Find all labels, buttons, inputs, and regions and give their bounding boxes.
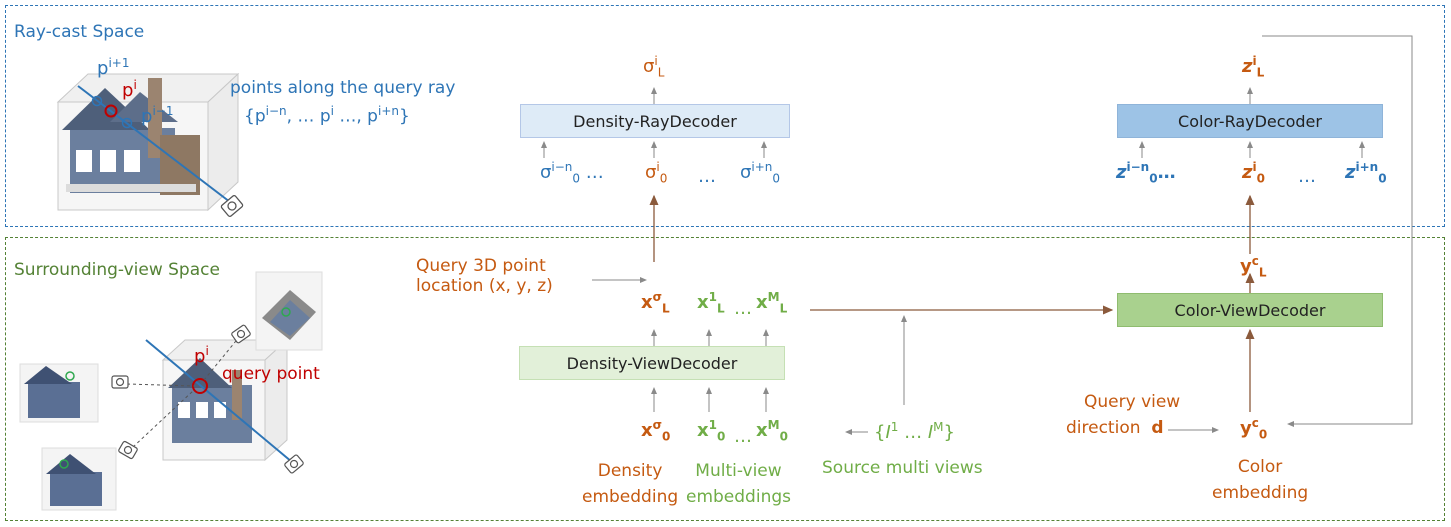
sigma-row-ellipsis: … (698, 166, 716, 187)
y-0-c-label: yc0 (1240, 416, 1268, 442)
y-L-c-label: ycL (1240, 254, 1267, 280)
source-views-set-label: {I1 … IM} (874, 420, 955, 443)
x-L-sigma-label: xσL (641, 290, 670, 316)
z-0-mid-label: zi0 (1242, 160, 1265, 186)
z-0-right-label: zi+n0 (1345, 160, 1387, 186)
x-0-M-label: xM0 (756, 418, 788, 444)
density-ray-decoder: Density-RayDecoder (520, 104, 790, 138)
source-multi-views-label: Source multi views (822, 458, 983, 478)
ray-point-next-label: pi+1 (97, 56, 130, 79)
sigma-0-mid-label: σi0 (645, 160, 668, 186)
ray-cast-space-region: Ray-cast Space (5, 5, 1445, 227)
surrounding-view-scene (19, 271, 323, 511)
x-L-M-label: xML (756, 290, 788, 316)
house-icon (24, 366, 80, 418)
points-set-label: {pi−n, … pi …, pi+n} (244, 104, 410, 127)
x-L-1-label: x1L (697, 290, 725, 316)
query-view-direction-label: direction d (1066, 418, 1164, 438)
ray-point-prev-label: pi−1 (141, 104, 174, 127)
query-point-p-label: pi (194, 344, 209, 367)
sigma-0-left-label: σi−n0 … (540, 160, 604, 186)
color-view-decoder: Color-ViewDecoder (1117, 293, 1383, 327)
camera-icon (111, 375, 129, 389)
x-0-1-label: x10 (697, 418, 726, 444)
density-embedding-label: Density embedding (582, 461, 679, 507)
ray-point-current-label: pi (122, 78, 137, 101)
camera-icon (118, 440, 138, 460)
ray-cast-house-scene (56, 72, 244, 217)
color-ray-decoder: Color-RayDecoder (1117, 104, 1383, 138)
sigma-0-right-label: σi+n0 (740, 160, 781, 186)
surrounding-view-space-title: Surrounding-view Space (14, 260, 220, 280)
query-point-label: query point (222, 364, 320, 384)
z-row-ellipsis: … (1298, 166, 1316, 187)
query-3d-point-label: Query 3D point location (x, y, z) (416, 256, 553, 296)
sigma-L-label: σiL (643, 54, 665, 80)
points-along-ray-label: points along the query ray (230, 78, 456, 98)
surrounding-view-space-region: Surrounding-view Space (5, 237, 1445, 521)
camera-icon (231, 324, 251, 344)
house-icon (46, 454, 102, 506)
color-embedding-label: Color embedding (1212, 457, 1309, 503)
density-view-decoder: Density-ViewDecoder (519, 346, 785, 380)
camera-icon (284, 454, 304, 474)
x-L-row-ellipsis: … (734, 298, 752, 319)
x-0-sigma-label: xσ0 (641, 418, 671, 444)
z-L-label: ziL (1242, 54, 1265, 80)
ray-cast-space-title: Ray-cast Space (14, 22, 145, 42)
camera-icon (220, 195, 244, 217)
house-icon (262, 290, 316, 340)
z-0-left-label: zi−n0… (1116, 160, 1176, 186)
query-view-label: Query view (1084, 392, 1181, 412)
x-0-row-ellipsis: … (734, 426, 752, 447)
multi-view-embeddings-label: Multi-view embeddings (686, 461, 791, 507)
